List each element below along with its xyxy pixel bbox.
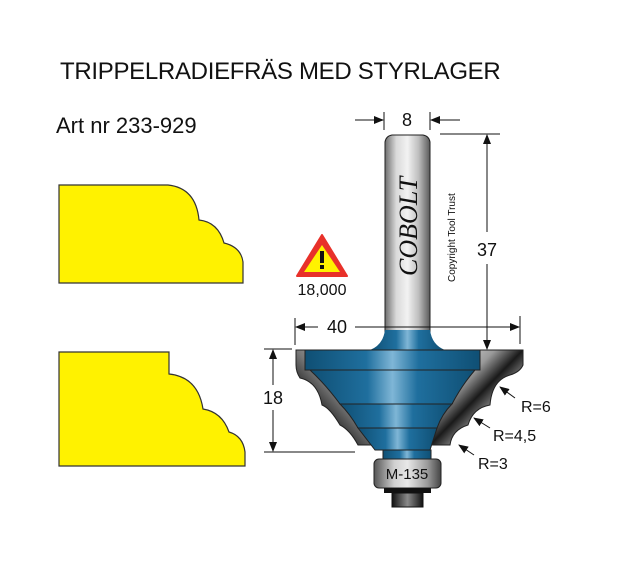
profile-top: [58, 184, 244, 284]
bearing: M-135: [373, 458, 442, 508]
dim-cutting-height: 18: [263, 348, 355, 453]
radius-label-2: R=4,5: [493, 428, 536, 445]
brand-label: COBOLT: [394, 175, 423, 276]
cutter-body: [295, 330, 524, 460]
bearing-label: M-135: [386, 466, 429, 483]
radius-callouts: R=6 R=4,5 R=3: [458, 386, 551, 473]
dim-shank-length: 37: [440, 133, 500, 350]
dim-shank-diameter: 8: [355, 110, 460, 130]
dim-cutting-diameter-value: 40: [327, 317, 347, 337]
dim-shank-diameter-value: 8: [402, 110, 412, 130]
max-rpm-label: 18,000: [298, 282, 347, 299]
article-number: Art nr 233-929: [56, 113, 197, 138]
profile-bottom: [58, 351, 246, 467]
dim-shank-length-value: 37: [477, 240, 497, 260]
shank: COBOLT: [384, 134, 431, 343]
dim-cutting-diameter: 40: [294, 316, 521, 345]
max-speed-warning: 18,000: [296, 234, 348, 299]
dim-cutting-height-value: 18: [263, 388, 283, 408]
page-title: TRIPPELRADIEFRÄS MED STYRLAGER: [60, 58, 501, 85]
copyright-text: Copyright Tool Trust: [447, 193, 458, 282]
radius-label-3: R=3: [478, 456, 508, 473]
radius-label-1: R=6: [521, 399, 551, 416]
